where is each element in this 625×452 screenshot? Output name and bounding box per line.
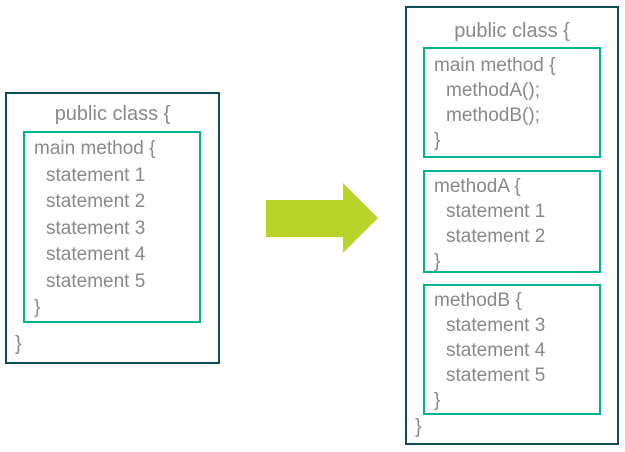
after-main-method-open: main method { — [434, 55, 556, 76]
after-methodB-statement: statement 5 — [446, 365, 546, 386]
after-methodA-close: } — [434, 251, 441, 272]
before-class-close: } — [15, 333, 22, 355]
right-arrow-shape — [266, 183, 378, 253]
after-main-call: methodA(); — [446, 80, 540, 101]
before-main-method-box: main method { statement 1 statement 2 st… — [23, 131, 201, 323]
after-methodB-box: methodB { statement 3 statement 4 statem… — [423, 284, 601, 415]
before-statement: statement 4 — [46, 244, 146, 265]
after-class-close: } — [415, 416, 422, 438]
after-methodB-open: methodB { — [434, 290, 522, 311]
after-main-call: methodB(); — [446, 105, 540, 126]
before-class-open: public class { — [54, 103, 171, 125]
before-statement: statement 5 — [46, 270, 146, 292]
after-methodA-box: methodA { statement 1 statement 2 } — [423, 170, 601, 273]
right-arrow-icon — [266, 183, 378, 253]
before-class-box: public class { main method { statement 1… — [5, 92, 220, 364]
before-main-method-open: main method { — [34, 138, 156, 159]
after-class-box: public class { main method { methodA(); … — [405, 6, 619, 445]
before-main-method-close: } — [34, 297, 41, 318]
before-statement: statement 3 — [46, 217, 146, 239]
after-class-open: public class { — [454, 20, 570, 42]
after-main-method-box: main method { methodA(); methodB(); } — [423, 47, 601, 158]
after-methodA-open: methodA { — [434, 176, 521, 197]
after-methodB-statement: statement 3 — [446, 315, 546, 336]
after-methodB-statement: statement 4 — [446, 340, 546, 361]
after-methodA-statement: statement 2 — [446, 226, 546, 247]
after-methodB-close: } — [434, 390, 441, 411]
after-methodA-statement: statement 1 — [446, 201, 546, 222]
before-statement: statement 1 — [46, 164, 146, 186]
before-statement: statement 2 — [46, 191, 146, 212]
after-main-method-close: } — [434, 130, 441, 151]
